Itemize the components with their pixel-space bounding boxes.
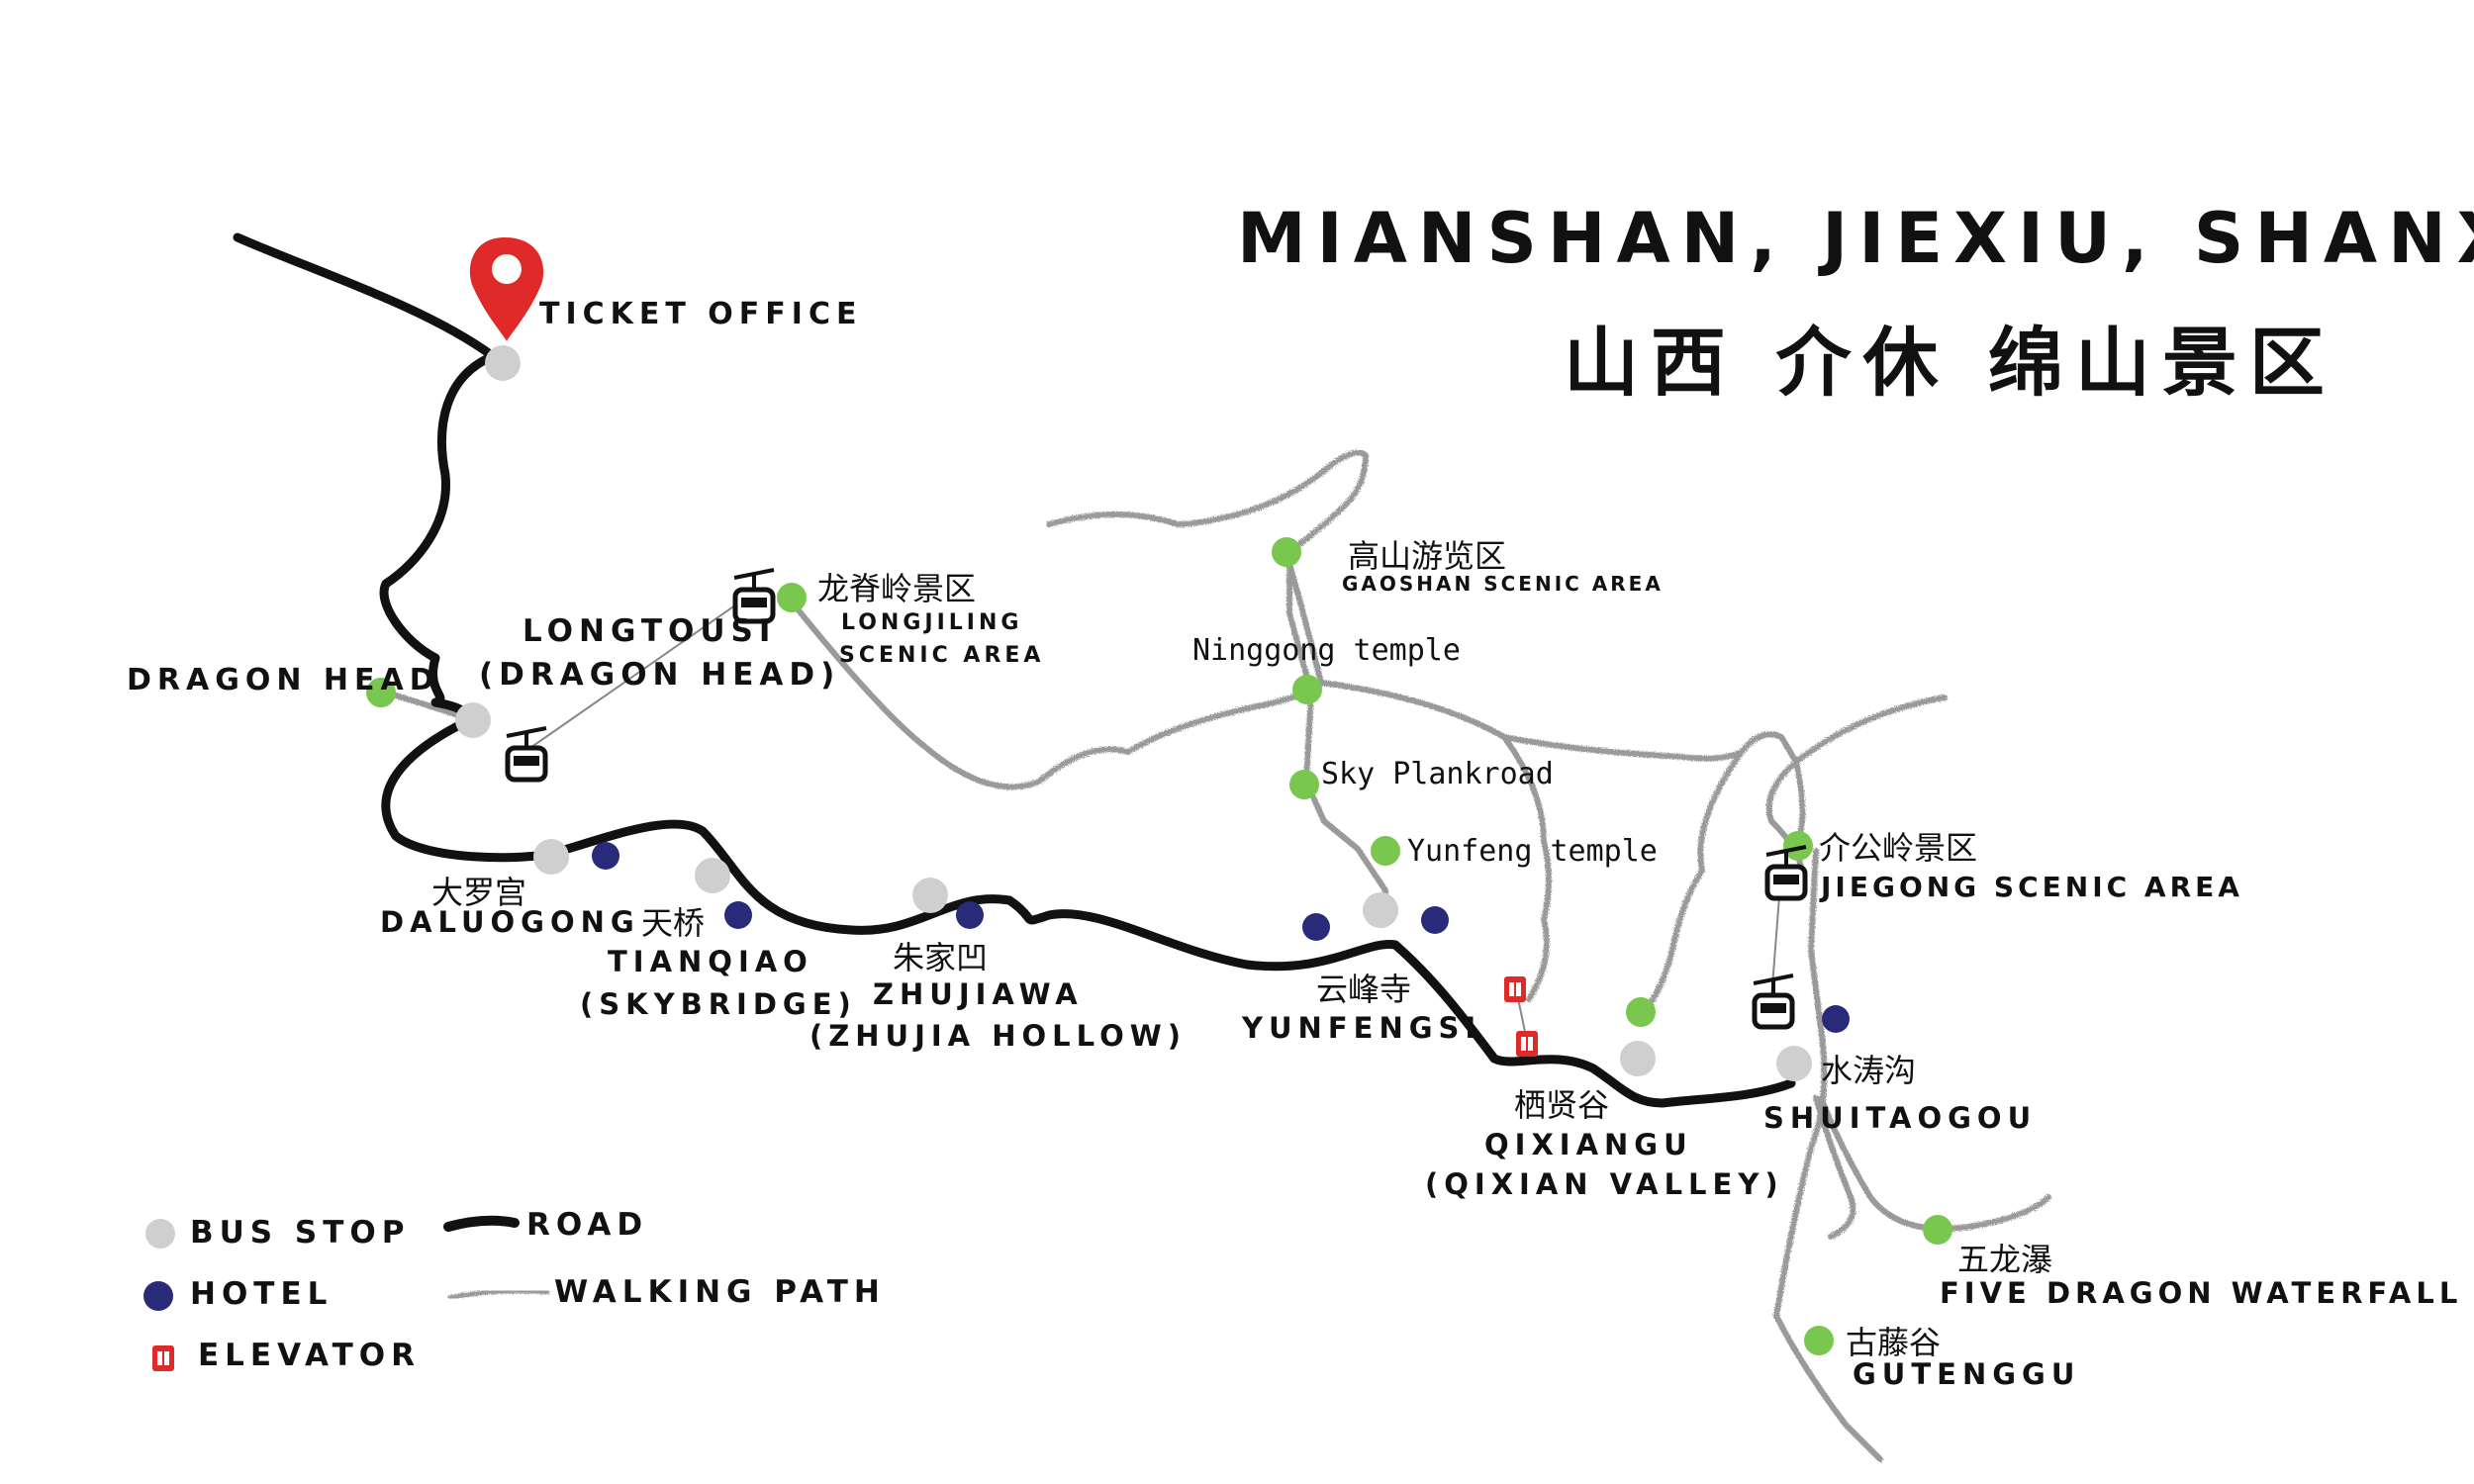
legend-road-swatch bbox=[443, 1215, 520, 1232]
dragon-head-label: DRAGON HEAD bbox=[127, 663, 440, 697]
gaoshan-en-label: GAOSHAN SCENIC AREA bbox=[1342, 572, 1664, 596]
scenic-point bbox=[1289, 770, 1319, 799]
hotel-marker bbox=[1421, 906, 1449, 934]
shuitaogou-cn-label: 水涛沟 bbox=[1821, 1052, 1917, 1089]
hotel-marker bbox=[1822, 1005, 1850, 1033]
bus-stop bbox=[455, 702, 491, 738]
scenic-point bbox=[1923, 1215, 1952, 1245]
walking-path bbox=[1818, 1095, 2051, 1232]
map-title-cn: 山西 介休 绵山景区 bbox=[1564, 319, 2336, 407]
longtousi-label: LONGTOUSI bbox=[523, 613, 777, 649]
elevator-icon bbox=[1503, 975, 1527, 1003]
sky-plankroad-label: Sky Plankroad bbox=[1321, 757, 1554, 791]
walking-path bbox=[1793, 695, 1948, 765]
scenic-points bbox=[366, 537, 1952, 1355]
longtousi-en-label: (DRAGON HEAD) bbox=[479, 657, 841, 693]
longjiling-cn-label: 龙脊岭景区 bbox=[817, 570, 977, 607]
elevator-icon bbox=[1515, 1030, 1539, 1058]
legend-graphics bbox=[143, 1215, 550, 1372]
shuitaogou-en-label: SHUITAOGOU bbox=[1763, 1101, 2038, 1135]
legend-road-label: ROAD bbox=[526, 1207, 649, 1243]
tianqiao-cn-label: 天桥 bbox=[641, 904, 706, 942]
zhujiawa-cn-label: 朱家凹 bbox=[893, 939, 989, 976]
zhujiawa-en-label: ZHUJIAWA bbox=[873, 977, 1084, 1011]
hotel-marker bbox=[1302, 913, 1330, 941]
jiegong-cn-label: 介公岭景区 bbox=[1819, 829, 1978, 867]
location-pin-icon bbox=[469, 237, 544, 341]
bus-stop bbox=[485, 345, 521, 381]
daluogong-cn-label: 大罗宫 bbox=[431, 874, 527, 911]
scenic-point bbox=[1626, 997, 1656, 1027]
bus-stop bbox=[1776, 1046, 1812, 1081]
bus-stop bbox=[695, 858, 730, 893]
scenic-point bbox=[777, 583, 807, 612]
gutenggu-en-label: GUTENGGU bbox=[1853, 1357, 2081, 1391]
tianqiao-en-label-2: (SKYBRIDGE) bbox=[580, 987, 857, 1021]
hotel-marker bbox=[592, 842, 619, 870]
walking-path bbox=[1501, 734, 1552, 1002]
jiegong-en-label: JIEGONG SCENIC AREA bbox=[1821, 871, 2243, 903]
bus-stop bbox=[912, 878, 948, 913]
yunfengsi-cn-label: 云峰寺 bbox=[1316, 971, 1412, 1008]
walking-path bbox=[1286, 551, 1388, 928]
gaoshan-cn-label: 高山游览区 bbox=[1348, 537, 1507, 575]
hotels bbox=[592, 842, 1850, 1033]
zhujiawa-en-label-2: (ZHUJIA HOLLOW) bbox=[809, 1019, 1187, 1053]
legend-elevator-label: ELEVATOR bbox=[198, 1338, 421, 1373]
scenic-point bbox=[1292, 675, 1322, 704]
qixiangu-en-label-2: (QIXIAN VALLEY) bbox=[1425, 1167, 1784, 1201]
scenic-point bbox=[1272, 537, 1301, 567]
daluogong-en-label: DALUOGONG bbox=[380, 905, 640, 939]
scenic-point bbox=[1804, 1326, 1834, 1355]
longjiling-en-label-2: SCENIC AREA bbox=[839, 643, 1045, 668]
walking-path bbox=[1773, 848, 1883, 1462]
legend-hotel-swatch bbox=[143, 1281, 173, 1311]
map-title-en: MIANSHAN, JIEXIU, SHANXI bbox=[1237, 198, 2474, 279]
bus-stop bbox=[1620, 1041, 1656, 1076]
walking-path bbox=[792, 603, 1324, 790]
yunfengsi-en-label: YUNFENGSI bbox=[1242, 1011, 1482, 1045]
bus-stops bbox=[455, 345, 1812, 1081]
cable-car-icon bbox=[507, 728, 546, 780]
hotel-marker bbox=[956, 901, 984, 929]
ticket-office-label: TICKET OFFICE bbox=[539, 297, 863, 331]
qixiangu-en-label: QIXIANGU bbox=[1484, 1128, 1693, 1161]
legend-elevator-icon bbox=[151, 1345, 175, 1372]
walking-path bbox=[1640, 749, 1745, 1017]
yunfeng-temple-label: Yunfeng temple bbox=[1407, 834, 1658, 869]
hotel-marker bbox=[724, 901, 752, 929]
wulongpu-en-label: FIVE DRAGON WATERFALL bbox=[1940, 1276, 2463, 1310]
legend-path-swatch bbox=[447, 1288, 550, 1301]
legend-walking-path-label: WALKING PATH bbox=[554, 1274, 886, 1310]
cable-car-icon bbox=[1754, 975, 1793, 1027]
scenic-point bbox=[1371, 836, 1400, 866]
ninggong-temple-label: Ninggong temple bbox=[1192, 633, 1461, 668]
gutenggu-cn-label: 古藤谷 bbox=[1846, 1324, 1942, 1361]
scenic-point bbox=[1783, 831, 1813, 861]
tianqiao-en-label: TIANQIAO bbox=[608, 945, 813, 978]
wulongpu-cn-label: 五龙瀑 bbox=[1957, 1241, 2053, 1278]
legend-bus-stop-label: BUS STOP bbox=[190, 1215, 411, 1251]
qixiangu-cn-label: 栖贤谷 bbox=[1514, 1086, 1610, 1124]
scenic-point bbox=[366, 678, 396, 707]
bus-stop bbox=[1363, 892, 1398, 928]
legend-bus-stop-swatch bbox=[145, 1219, 175, 1249]
legend-hotel-label: HOTEL bbox=[190, 1276, 333, 1312]
road bbox=[233, 232, 1796, 1108]
walking-path bbox=[1813, 1095, 1856, 1240]
longjiling-en-label-1: LONGJILING bbox=[841, 610, 1023, 635]
bus-stop bbox=[533, 839, 569, 875]
